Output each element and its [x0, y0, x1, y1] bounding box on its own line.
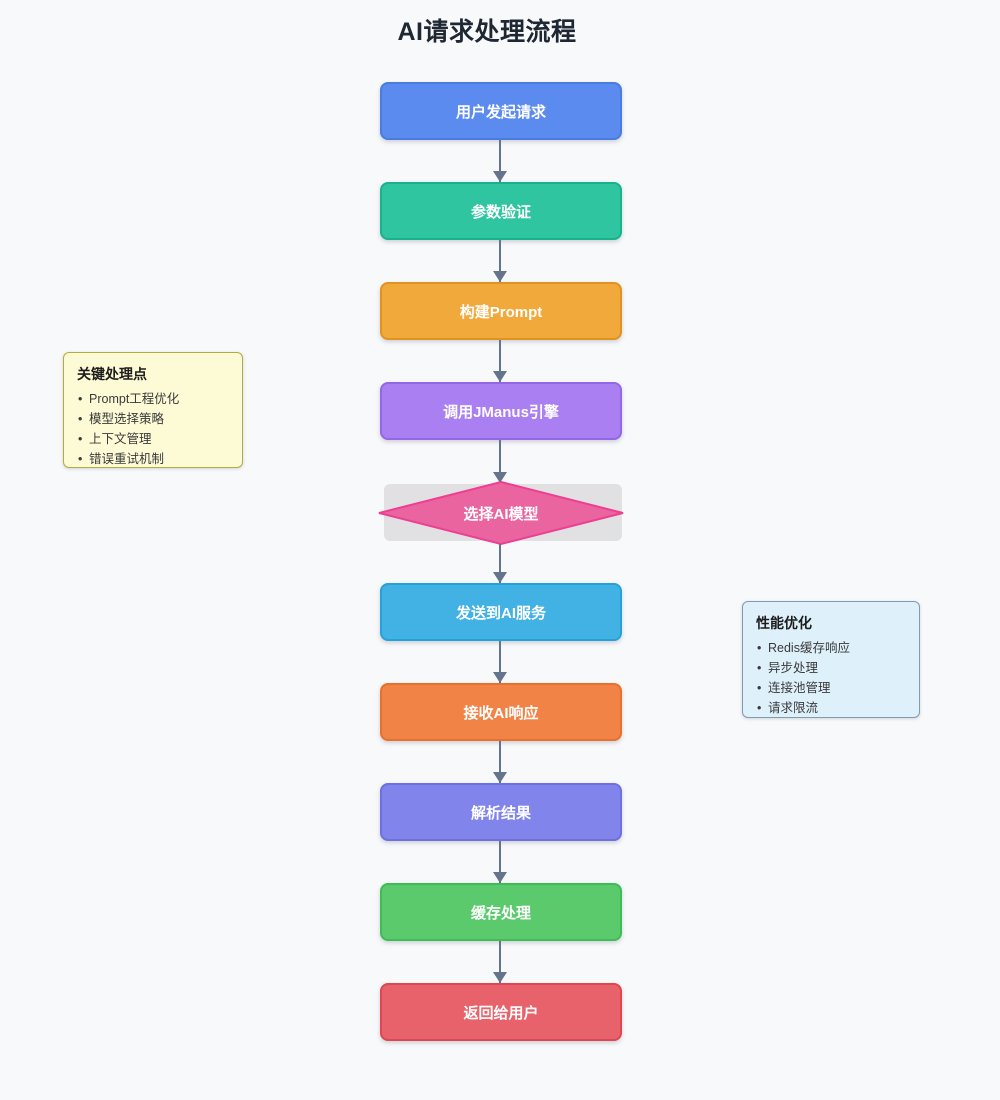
decision-label: 选择AI模型 [463, 505, 539, 523]
flow-node-user-request: 用户发起请求 [380, 82, 622, 140]
note-title: 关键处理点 [77, 366, 147, 382]
note-performance-optimization: 性能优化 Redis缓存响应 异步处理 连接池管理 请求限流 [742, 601, 920, 718]
flow-node-return-user: 返回给用户 [380, 983, 622, 1041]
flow-node-cache-process: 缓存处理 [380, 883, 622, 941]
flow-arrow [493, 140, 507, 182]
flow-node-select-model: 选择AI模型 [375, 480, 627, 546]
note-item-list: Redis缓存响应 异步处理 连接池管理 请求限流 [756, 638, 906, 718]
flow-node-call-jmanus: 调用JManus引擎 [380, 382, 622, 440]
note-item: 连接池管理 [756, 678, 906, 698]
note-item: 错误重试机制 [77, 449, 229, 469]
note-title: 性能优化 [756, 615, 812, 631]
note-item: Prompt工程优化 [77, 389, 229, 409]
diagram-title: AI请求处理流程 [397, 18, 577, 46]
flow-node-send-to-ai: 发送到AI服务 [380, 583, 622, 641]
note-key-processing-points: 关键处理点 Prompt工程优化 模型选择策略 上下文管理 错误重试机制 [63, 352, 243, 469]
note-item: 异步处理 [756, 658, 906, 678]
flow-arrow [493, 741, 507, 783]
flow-node-build-prompt: 构建Prompt [380, 282, 622, 340]
flow-arrow [493, 841, 507, 883]
decision-diamond-shape [378, 480, 624, 546]
note-item: Redis缓存响应 [756, 638, 906, 658]
note-item: 上下文管理 [77, 429, 229, 449]
flow-node-parse-result: 解析结果 [380, 783, 622, 841]
flow-node-receive-ai: 接收AI响应 [380, 683, 622, 741]
flow-arrow [493, 340, 507, 382]
note-item-list: Prompt工程优化 模型选择策略 上下文管理 错误重试机制 [77, 389, 229, 469]
flow-arrow [493, 240, 507, 282]
flow-arrow [493, 440, 507, 483]
flow-arrow [493, 641, 507, 683]
note-item: 模型选择策略 [77, 409, 229, 429]
flow-arrow [493, 544, 507, 583]
flow-arrow [493, 941, 507, 983]
note-item: 请求限流 [756, 698, 906, 718]
flow-node-param-validate: 参数验证 [380, 182, 622, 240]
